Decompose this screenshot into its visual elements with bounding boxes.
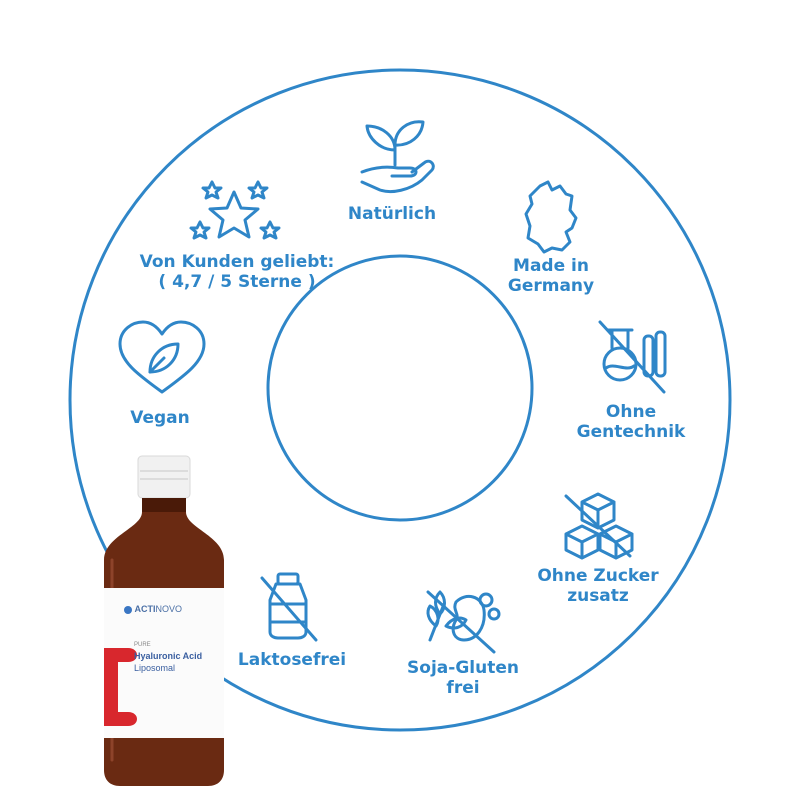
- label-natural: Natürlich: [347, 204, 437, 224]
- label-lactose: Laktosefrei: [237, 650, 347, 670]
- product-bottle: [104, 455, 224, 786]
- label-sugar-line2: zusatz: [567, 586, 629, 606]
- stars-icon: [189, 180, 281, 240]
- soy-gluten-icon: [426, 590, 501, 654]
- product-variant: Liposomal: [134, 663, 176, 673]
- label-rating-line2: ( 4,7 / 5 Sterne ): [158, 272, 316, 292]
- brand-name-a: ACTI: [134, 604, 156, 614]
- product-pure: PURE: [134, 642, 151, 648]
- outer-ring: [68, 68, 732, 732]
- product-name: Hyaluronic Acid: [134, 651, 203, 661]
- label-gmo-line2: Gentechnik: [576, 422, 686, 442]
- inner-ring: [266, 254, 534, 522]
- plant-hand-icon: [360, 120, 435, 194]
- label-gmo-line1: Ohne: [605, 402, 657, 422]
- brand-name-b: NOVO: [155, 604, 183, 614]
- lactose-bottle-icon: [260, 572, 318, 642]
- label-rating-line1: Von Kunden geliebt:: [139, 252, 335, 272]
- label-vegan: Vegan: [130, 408, 190, 428]
- label-made-line2: Germany: [507, 276, 595, 296]
- label-sugar-line1: Ohne Zucker: [537, 566, 659, 586]
- label-made-line1: Made in: [513, 256, 589, 276]
- sugar-cubes-icon: [564, 492, 634, 560]
- label-soy-line1: Soja-Gluten: [407, 658, 519, 678]
- brand-logo: ACTINOVO: [124, 604, 182, 614]
- germany-map-icon: [524, 180, 578, 254]
- label-soy-line2: frei: [446, 678, 480, 698]
- vegan-heart-icon: [118, 320, 206, 394]
- no-gmo-flask-icon: [598, 320, 667, 394]
- brand-logo-icon: [124, 605, 132, 614]
